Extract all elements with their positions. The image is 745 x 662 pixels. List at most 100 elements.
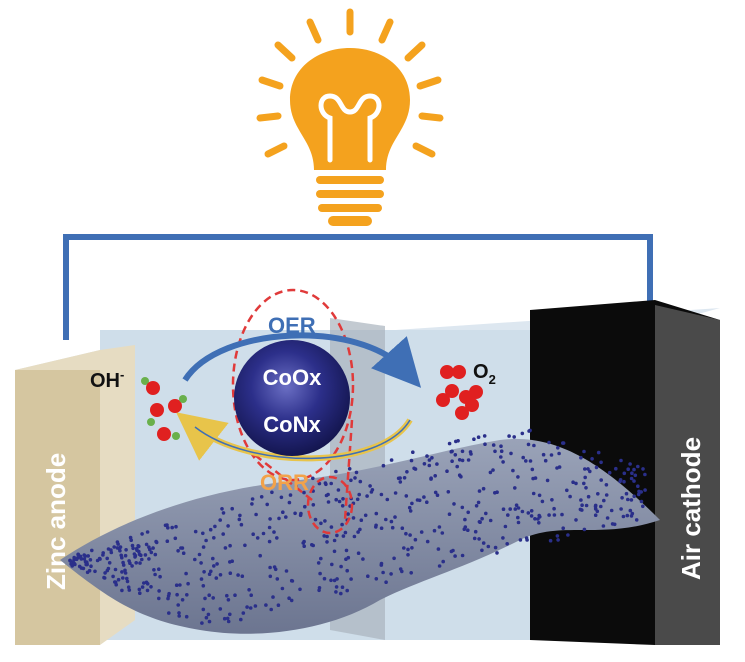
catalyst-dot <box>607 470 612 475</box>
catalyst-dot <box>228 612 232 617</box>
catalyst-dot <box>454 439 458 444</box>
catalyst-dot <box>460 553 465 558</box>
catalyst-dot <box>433 490 438 495</box>
catalyst-dot <box>361 557 365 561</box>
catalyst-dot <box>336 488 341 492</box>
catalyst-dot <box>302 539 306 544</box>
catalyst-dot <box>412 466 416 471</box>
catalyst-dot <box>346 555 351 560</box>
catalyst-dot <box>237 517 242 522</box>
catalyst-dot <box>520 509 525 514</box>
catalyst-dot <box>88 558 93 562</box>
catalyst-dot <box>457 458 462 462</box>
catalyst-dot <box>178 583 182 587</box>
catalyst-dot <box>332 549 337 554</box>
catalyst-dot <box>374 523 378 528</box>
catalyst-dot <box>537 493 542 498</box>
catalyst-dot <box>184 614 189 619</box>
catalyst-dot <box>472 536 477 541</box>
catalyst-dot <box>83 554 88 558</box>
catalyst-dot <box>392 556 396 561</box>
catalyst-dot <box>393 491 398 495</box>
catalyst-dot <box>436 547 441 551</box>
catalyst-dot <box>529 514 534 518</box>
catalyst-dot <box>583 475 587 480</box>
catalyst-dot <box>365 494 369 498</box>
catalyst-dot <box>318 571 322 576</box>
catalyst-dot <box>409 458 414 463</box>
catalyst-dot <box>176 603 180 607</box>
catalyst-dot <box>267 539 272 544</box>
catalyst-dot <box>126 585 131 589</box>
catalyst-dot <box>120 588 124 593</box>
catalyst-dot <box>477 537 481 541</box>
catalyst-dot <box>599 460 603 465</box>
catalyst-dot <box>289 578 294 583</box>
catalyst-dot <box>571 480 575 485</box>
catalyst-dot <box>120 570 124 574</box>
catalyst-dot <box>351 516 356 520</box>
catalyst-dot <box>495 490 499 495</box>
catalyst-dot <box>568 494 572 499</box>
catalyst-dot <box>425 500 429 505</box>
catalyst-dot <box>408 533 412 537</box>
catalyst-dot <box>584 503 589 508</box>
catalyst-dot <box>284 515 288 519</box>
catalyst-dot <box>618 479 622 484</box>
catalyst-dot <box>344 548 349 553</box>
catalyst-dot <box>509 451 513 456</box>
catalyst-dot <box>463 517 467 522</box>
hydroxide-label: OH- <box>90 367 124 392</box>
catalyst-dot <box>499 449 504 454</box>
catalyst-dot <box>486 544 491 549</box>
catalyst-dot <box>103 571 107 575</box>
catalyst-dot <box>447 441 452 446</box>
catalyst-dot <box>248 606 253 610</box>
catalyst-dot <box>121 563 126 567</box>
catalyst-dot <box>357 492 362 497</box>
catalyst-dot <box>323 519 327 523</box>
catalyst-dot <box>268 565 272 570</box>
catalyst-dot <box>138 591 142 595</box>
catalyst-dot <box>72 555 76 560</box>
catalyst-dot <box>325 534 329 539</box>
catalyst-dot <box>213 524 217 529</box>
catalyst-dot <box>427 458 432 462</box>
catalyst-dot <box>197 552 202 557</box>
catalyst-dot <box>339 591 343 596</box>
catalyst-dot <box>530 467 535 472</box>
catalyst-dot <box>140 557 144 562</box>
catalyst-dot <box>334 497 339 502</box>
catalyst-dot <box>140 585 145 589</box>
catalyst-dot <box>619 458 623 463</box>
catalyst-dot <box>578 507 583 512</box>
catalyst-dot <box>610 522 615 526</box>
catalyst-dot <box>630 471 634 476</box>
catalyst-dot <box>207 572 212 576</box>
catalyst-dot <box>513 507 518 511</box>
catalyst-dot <box>549 453 554 457</box>
catalyst-dot <box>118 545 123 549</box>
catalyst-dot <box>184 571 188 576</box>
catalyst-dot <box>445 469 449 474</box>
catalyst-dot <box>247 588 251 592</box>
catalyst-dot <box>528 428 532 433</box>
catalyst-dot <box>374 577 379 581</box>
catalyst-dot <box>167 591 171 596</box>
catalyst-dot <box>272 565 277 569</box>
catalyst-dot <box>175 592 179 597</box>
catalyst-dot <box>81 566 86 571</box>
catalyst-dot <box>302 490 306 495</box>
catalyst-dot <box>506 513 510 517</box>
catalyst-dot <box>586 467 590 471</box>
catalyst-dot <box>113 580 117 584</box>
catalyst-dot <box>540 499 545 504</box>
catalyst-dot <box>466 458 471 462</box>
catalyst-dot <box>157 596 161 601</box>
catalyst-dot <box>201 531 205 536</box>
catalyst-dot <box>114 582 118 587</box>
catalyst-dot <box>400 569 404 574</box>
catalyst-dot <box>209 569 213 574</box>
catalyst-dot <box>310 543 314 547</box>
